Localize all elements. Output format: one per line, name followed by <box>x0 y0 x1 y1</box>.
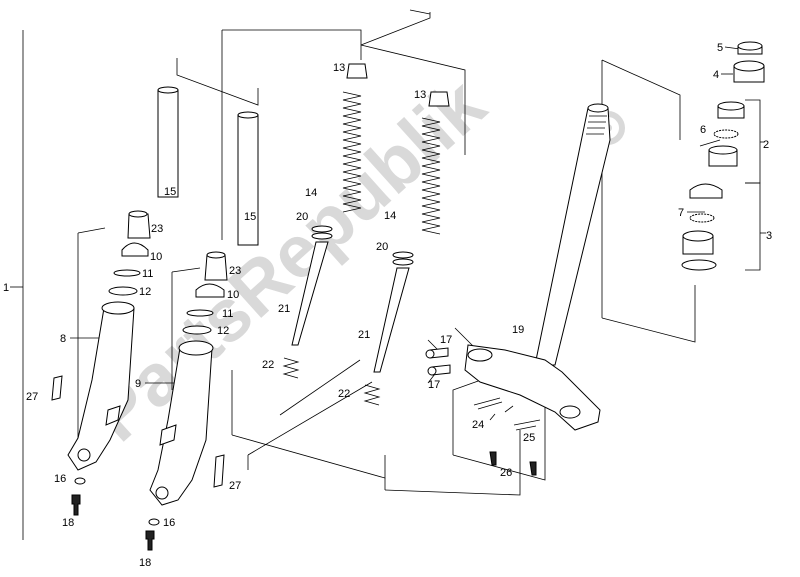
spring-set-right <box>363 91 450 406</box>
callout-11-right: 11 <box>222 308 233 320</box>
callout-25: 25 <box>523 432 535 444</box>
callout-8: 8 <box>60 333 66 345</box>
fork-tube-left <box>157 89 179 198</box>
spring-22-right <box>363 384 381 406</box>
base-ring <box>681 259 717 271</box>
cap-13-left <box>346 63 368 79</box>
sensor-clip-27-right <box>213 454 225 488</box>
headset-bearing-assembly <box>681 41 765 271</box>
callout-27-left: 27 <box>26 391 38 403</box>
bearing-cage-6 <box>713 129 739 139</box>
bushing-23-left <box>127 213 151 239</box>
bearing-cage-7 <box>689 213 715 223</box>
callout-21-right: 21 <box>358 329 370 341</box>
dust-seal-10-left <box>121 242 149 257</box>
callout-17-lower: 17 <box>428 379 440 391</box>
callout-13-left: 13 <box>333 62 345 74</box>
fork-tube-right <box>237 114 259 246</box>
callout-24: 24 <box>472 419 484 431</box>
callout-10-left: 10 <box>150 251 162 263</box>
washer-16-left <box>74 477 86 485</box>
callout-18-left: 18 <box>62 517 74 529</box>
callout-14-right: 14 <box>384 210 396 222</box>
washer-20-left <box>311 225 333 233</box>
callout-12-left: 12 <box>139 286 151 298</box>
steering-stem-assembly <box>425 103 611 476</box>
spring-14-left <box>342 91 362 213</box>
cap-13-right <box>428 91 450 107</box>
callout-3: 3 <box>766 230 772 242</box>
assembly-frames <box>10 9 766 540</box>
spring-22-left <box>282 357 300 379</box>
callout-6: 6 <box>700 124 706 136</box>
callout-11-left: 11 <box>142 268 153 280</box>
stem-tube-19 <box>534 107 611 366</box>
washer-16-right <box>148 518 160 526</box>
callout-23-left: 23 <box>151 223 163 235</box>
callout-26: 26 <box>500 467 512 479</box>
callout-15-right: 15 <box>244 211 256 223</box>
callout-1: 1 <box>3 282 9 294</box>
fork-slider-9 <box>149 347 213 506</box>
bushing-23-right <box>204 254 228 281</box>
callout-16-right: 16 <box>163 517 175 529</box>
cable-clip-24 <box>473 397 503 410</box>
callout-7: 7 <box>678 207 684 219</box>
callout-13-right: 13 <box>414 89 426 101</box>
clip-25 <box>513 419 541 431</box>
seal-12-right <box>182 325 212 335</box>
fork-slider-8 <box>67 307 135 471</box>
fork-leg-right-assembly <box>145 111 259 551</box>
callout-17-upper: 17 <box>440 334 452 346</box>
ring-11-right <box>186 309 214 317</box>
callout-22-left: 22 <box>262 359 274 371</box>
callout-20-left: 20 <box>296 211 308 223</box>
damper-rod-21-right <box>373 267 410 373</box>
callout-4: 4 <box>713 69 719 81</box>
callout-5: 5 <box>717 42 723 54</box>
callout-18-right: 18 <box>139 557 151 569</box>
callout-2: 2 <box>763 139 769 151</box>
callout-10-right: 10 <box>227 289 239 301</box>
callout-21-left: 21 <box>278 303 290 315</box>
callout-9: 9 <box>135 378 141 390</box>
callout-labels: 1 2 3 4 5 6 7 8 9 10 10 11 11 12 12 13 1… <box>3 42 772 569</box>
bolt-18-right <box>145 530 155 551</box>
callout-14-left: 14 <box>305 187 317 199</box>
screw-26-right <box>529 461 537 476</box>
callout-15-left: 15 <box>164 186 176 198</box>
callout-12-right: 12 <box>217 325 229 337</box>
callout-19: 19 <box>512 324 524 336</box>
bolt-18-left <box>71 494 81 516</box>
dust-seal-10-right <box>195 283 225 298</box>
callout-22-right: 22 <box>338 388 350 400</box>
lower-cup-3 <box>689 183 723 199</box>
damper-rod-21-left <box>291 241 329 346</box>
callout-27-right: 27 <box>229 480 241 492</box>
callout-20-right: 20 <box>376 241 388 253</box>
spring-set-left <box>282 63 368 379</box>
callout-16-left: 16 <box>54 473 66 485</box>
screw-26-left <box>489 451 497 466</box>
sensor-clip-27-left <box>51 375 63 401</box>
fork-leg-left-assembly <box>51 86 179 516</box>
washer-20-right <box>392 251 414 259</box>
callout-23-right: 23 <box>229 265 241 277</box>
seal-12-left <box>108 286 138 296</box>
ring-11-left <box>113 269 141 277</box>
spring-14-right <box>421 117 441 235</box>
